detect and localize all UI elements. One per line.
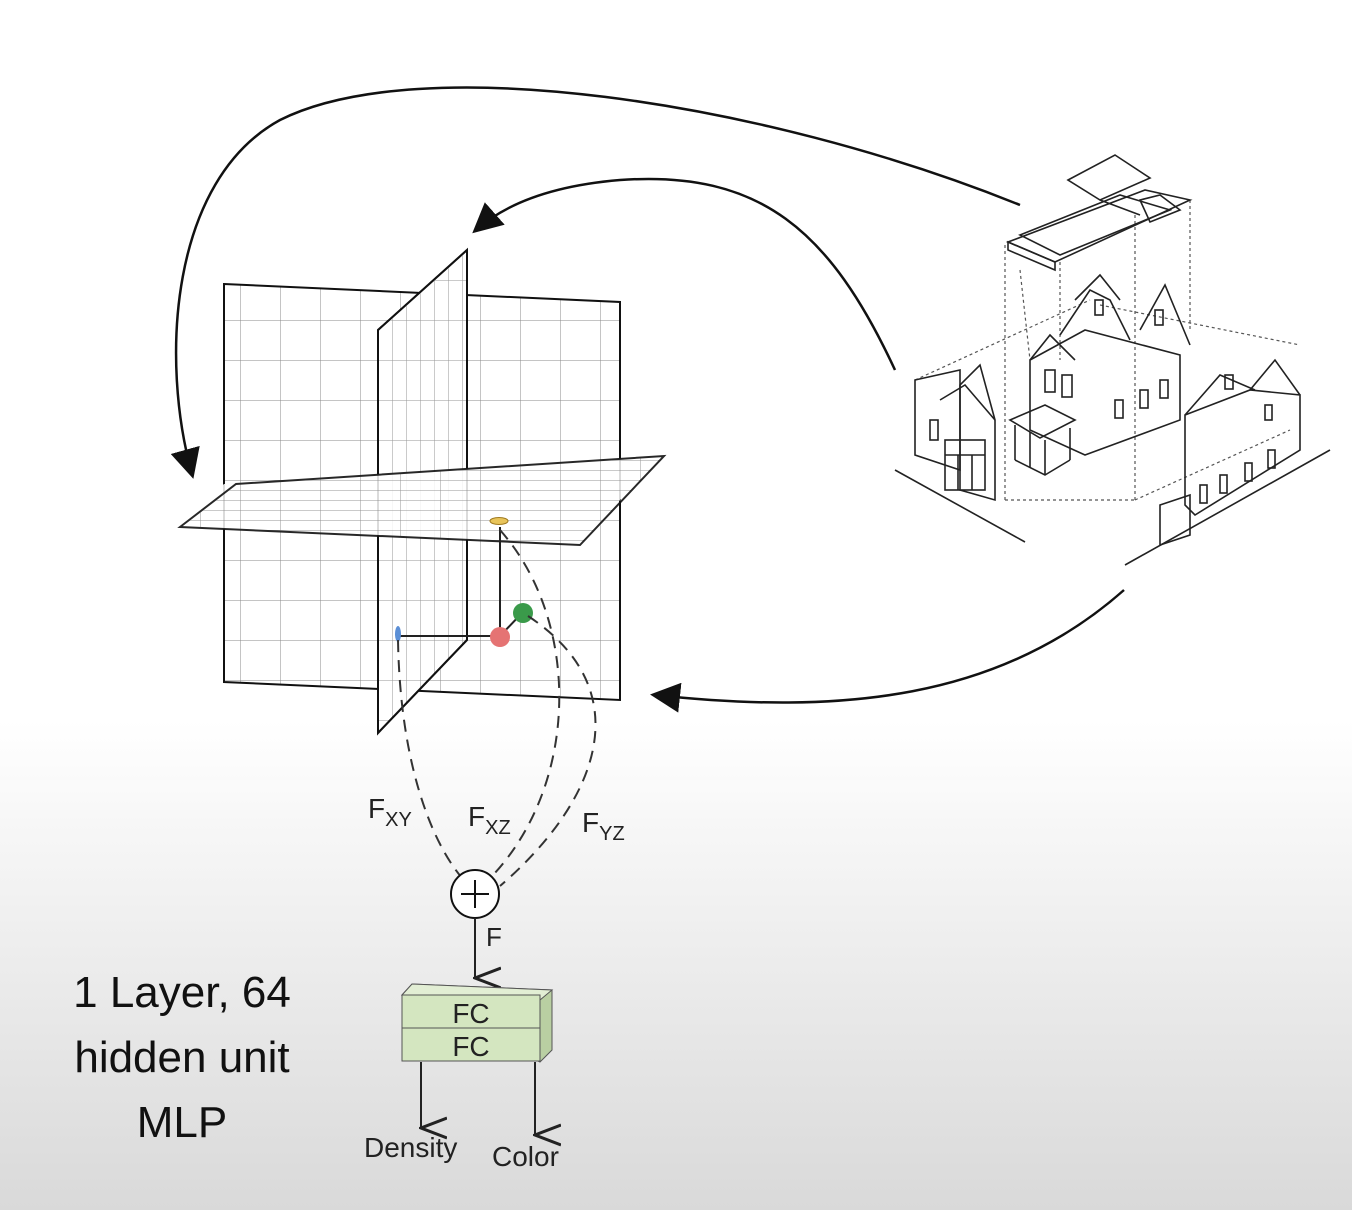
red-point (490, 627, 510, 647)
feature-curves (397, 529, 597, 887)
svg-text:1 Layer, 64: 1 Layer, 64 (73, 968, 291, 1017)
label-fyz: FYZ (582, 807, 625, 845)
sum-node (450, 869, 500, 919)
green-point (513, 603, 533, 623)
label-color: Color (492, 1141, 559, 1172)
label-density: Density (364, 1132, 457, 1163)
label-fxy: FXY (368, 793, 412, 831)
projection-arrows (170, 86, 1125, 713)
caption: 1 Layer, 64 hidden unit MLP (73, 968, 291, 1147)
label-fxz: FXZ (468, 801, 511, 839)
fc-layer-2: FC (452, 1031, 489, 1062)
svg-text:hidden unit: hidden unit (74, 1033, 289, 1082)
house-illustration (894, 154, 1331, 566)
svg-text:MLP: MLP (137, 1098, 227, 1147)
plane-xz (177, 454, 667, 547)
fc-block: FC FC (400, 983, 554, 1063)
xz-projection-point (489, 517, 509, 525)
label-f: F (486, 922, 502, 952)
fc-layer-1: FC (452, 998, 489, 1029)
xy-projection-point (395, 626, 401, 642)
